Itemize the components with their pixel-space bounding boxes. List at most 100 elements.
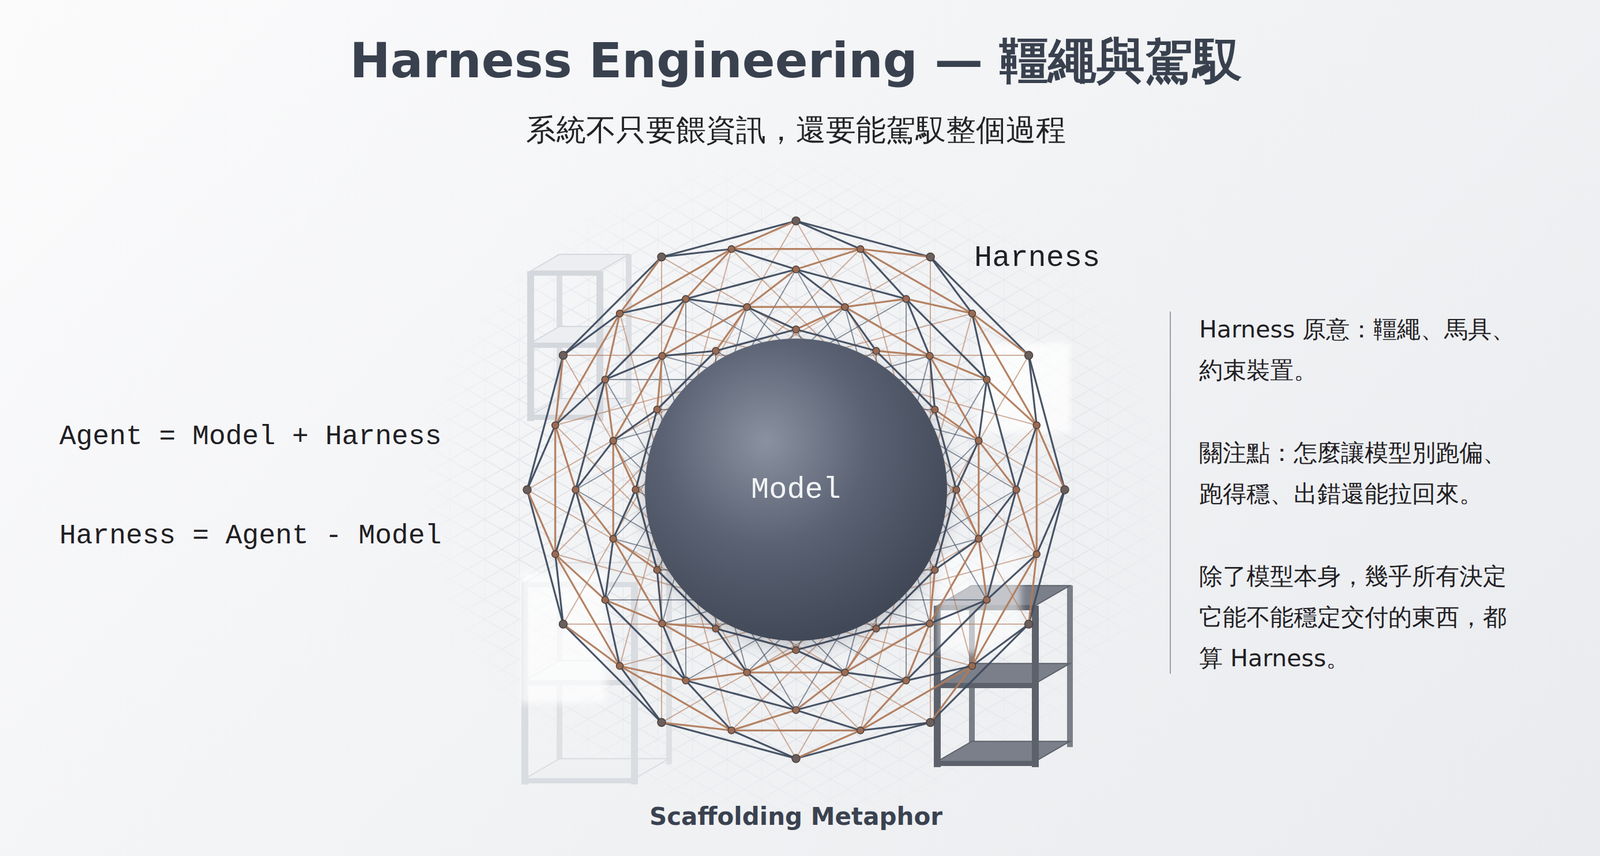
shelf-post — [1067, 585, 1073, 747]
cage-strut — [746, 306, 845, 309]
cage-strut — [605, 599, 686, 681]
cage-joint — [983, 376, 991, 383]
cage-strut — [746, 672, 796, 711]
cage-strut — [906, 599, 987, 681]
cage-joint — [792, 325, 800, 333]
cage-strut — [795, 672, 845, 711]
cage-strut — [605, 313, 620, 380]
cage-joint — [902, 677, 910, 685]
shelf-post — [527, 271, 535, 422]
divider-line — [1169, 311, 1171, 674]
cage-strut — [731, 710, 796, 731]
cage-strut — [620, 665, 686, 681]
iso-grid — [415, 155, 1177, 825]
cage-joint — [926, 352, 934, 360]
cage-strut — [929, 569, 935, 624]
cage-strut — [656, 355, 663, 410]
cage-strut — [613, 489, 636, 539]
cage-strut — [1036, 489, 1065, 555]
cage-strut — [978, 379, 987, 441]
cage-strut — [978, 440, 1017, 490]
cage-joint — [968, 662, 976, 670]
cage-strut — [605, 599, 663, 624]
cage-joint — [658, 352, 666, 360]
cage-strut — [929, 538, 979, 624]
cage-strut — [555, 489, 576, 555]
scaffolding — [521, 254, 1073, 785]
cage-strut — [971, 554, 1037, 667]
cage-strut — [662, 623, 716, 629]
cage-strut — [795, 249, 861, 270]
cage-strut — [844, 623, 930, 673]
cage-strut — [554, 425, 557, 555]
cage-joint — [872, 347, 880, 355]
model-sphere: Model — [644, 338, 948, 641]
cage-joint — [902, 295, 910, 303]
shelf-plank — [937, 663, 1070, 684]
cage-strut — [662, 306, 747, 356]
cage-strut — [731, 729, 861, 732]
cage-strut — [929, 355, 987, 380]
cage-joint — [653, 406, 661, 413]
cage-strut — [1035, 425, 1038, 555]
cage-joint — [616, 310, 624, 318]
cage-strut — [876, 623, 930, 629]
cage-strut — [662, 298, 686, 356]
cage-strut — [527, 489, 563, 625]
cage-strut — [527, 425, 556, 490]
cage-strut — [1036, 425, 1065, 490]
cage-joint — [609, 535, 617, 543]
cage-joint — [712, 625, 720, 633]
harness-label: Harness — [974, 241, 1100, 276]
cage-joint — [632, 486, 640, 494]
cage-strut — [685, 298, 747, 307]
cage-strut — [605, 538, 614, 600]
cage-strut — [1028, 355, 1065, 490]
cage-joint — [857, 245, 865, 253]
cage-joint — [952, 486, 960, 494]
cage-strut — [620, 249, 732, 314]
cage-strut — [575, 440, 614, 490]
cage-joint — [712, 347, 720, 355]
cage-joint — [872, 625, 880, 633]
cage-strut — [906, 298, 972, 314]
scaffold-shelf — [527, 254, 632, 422]
cage-strut — [555, 425, 576, 490]
cage-strut — [795, 306, 845, 330]
cage-joint — [657, 252, 666, 261]
cage-joint — [792, 265, 800, 273]
cage-strut — [731, 249, 796, 270]
cage-strut — [731, 248, 861, 250]
cage-strut — [795, 269, 907, 299]
shelf-post — [625, 254, 632, 405]
cage-strut — [661, 722, 796, 759]
cage-strut — [795, 650, 845, 673]
cage-strut — [795, 710, 861, 731]
shelf-edge — [524, 778, 635, 784]
model-label: Model — [750, 472, 841, 507]
cage-strut — [977, 440, 980, 539]
cage-strut — [685, 672, 747, 681]
cage-joint — [983, 596, 991, 604]
shelf-post — [1031, 605, 1039, 768]
cage-strut — [906, 623, 930, 681]
cage-joint — [1033, 550, 1040, 558]
cage-joint — [682, 295, 690, 303]
notes-column: Harness 原意：韁繩、馬具、 約束裝置。關注點：怎麼讓模型別跑偏、 跑得穩… — [1199, 309, 1531, 679]
cage-strut — [685, 249, 732, 299]
cage-joint — [609, 437, 617, 445]
cage-strut — [795, 680, 907, 711]
cage-strut — [930, 624, 1029, 723]
cage-strut — [731, 220, 796, 250]
cage-joint — [926, 252, 935, 261]
cage-joint — [792, 646, 800, 654]
cage-strut — [555, 554, 606, 600]
cage-joint — [926, 718, 935, 727]
cage-strut — [575, 489, 606, 600]
cage-strut — [731, 730, 796, 759]
cage-strut — [562, 624, 662, 723]
cage-joint — [727, 245, 735, 253]
cage-joint — [841, 303, 849, 311]
harness-cage: HarnessModel — [524, 218, 1068, 761]
caption: Scaffolding Metaphor — [649, 802, 943, 831]
